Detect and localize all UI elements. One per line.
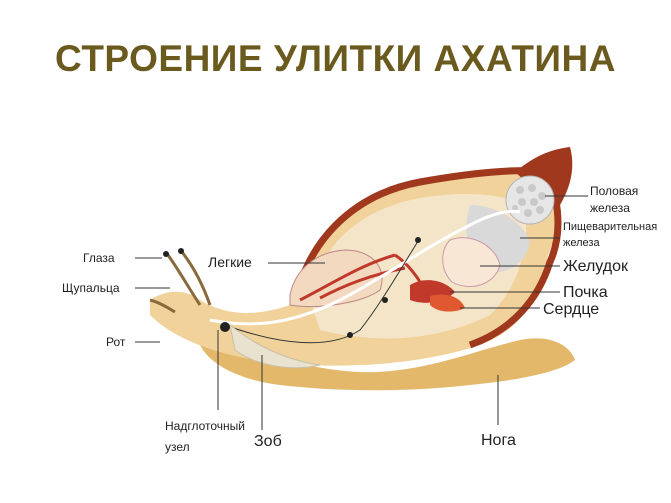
label-gonad-2: железа: [590, 201, 630, 215]
nerve-ganglion-1: [347, 332, 353, 338]
eye-2: [178, 248, 184, 254]
tentacle-lower: [149, 298, 176, 314]
crop: [229, 323, 321, 369]
label-gonad-1: Половая: [590, 184, 638, 198]
label-stomach: Желудок: [563, 258, 629, 275]
shell-rim: [291, 167, 562, 349]
eye-1: [163, 251, 169, 257]
page-title: СТРОЕНИЕ УЛИТКИ АХАТИНА: [55, 38, 616, 79]
snail-foot: [200, 330, 575, 391]
label-crop: Зоб: [254, 433, 282, 450]
intestine: [209, 209, 521, 326]
nerve-cord: [224, 237, 421, 344]
label-digestive-1: Пищеварительная: [563, 221, 657, 233]
label-mouth: Рот: [106, 335, 126, 349]
label-digestive-2: железа: [563, 237, 600, 249]
nerve-ganglion-2: [382, 297, 388, 303]
label-eyes: Глаза: [83, 251, 115, 265]
label-ganglion-1: Надглоточный: [165, 419, 245, 433]
gonad: [505, 175, 555, 225]
stomach: [442, 237, 501, 287]
gonad-dots: [512, 184, 546, 217]
shell-spire: [515, 147, 573, 205]
heart: [430, 294, 465, 312]
nerve-ganglion-3: [415, 237, 421, 243]
tentacle-upper-1: [166, 254, 202, 306]
supraesophageal-ganglion: [220, 322, 230, 332]
label-kidney: Почка: [563, 284, 608, 301]
label-lungs: Легкие: [208, 254, 252, 270]
blood-vessels: [299, 253, 430, 302]
label-foot: Нога: [481, 432, 516, 449]
tentacle-upper-2: [180, 251, 212, 306]
label-tentacles: Щупальца: [62, 281, 120, 295]
label-heart: Сердце: [543, 301, 599, 318]
label-ganglion-2: узел: [165, 440, 190, 454]
